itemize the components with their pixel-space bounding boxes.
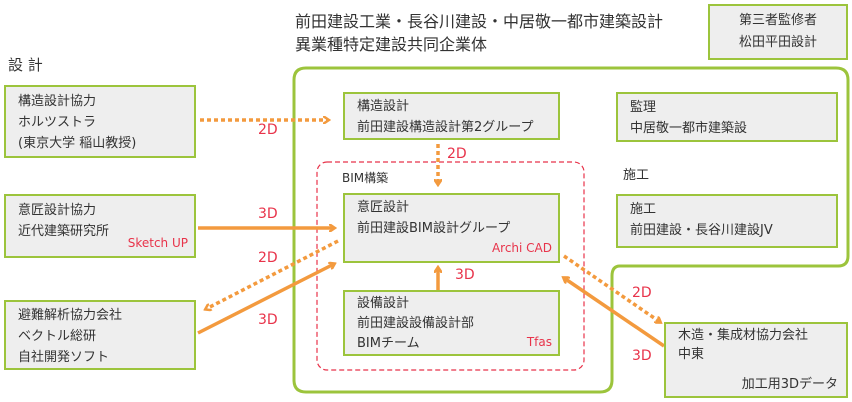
- text: 中居敬一都市建築設: [630, 121, 748, 136]
- text: 近代建築研究所: [18, 224, 110, 239]
- label-2d: 2D: [258, 122, 278, 138]
- text: 松田平田設計: [738, 35, 817, 50]
- tool-tag: Archi CAD: [491, 241, 552, 255]
- evac-partner-box: 避難解析協力会社 ベクトル総研 自社開発ソフト: [4, 300, 196, 370]
- text: 避難解析協力会社: [18, 308, 123, 323]
- text: 加工用3Dデータ: [741, 377, 838, 392]
- text: 設備設計: [357, 296, 410, 311]
- page-title: 前田建設工業・長谷川建設・中居敬一都市建築設計 異業種特定建設共同企業体: [295, 10, 663, 56]
- text: (東京大学 稲山教授): [18, 136, 137, 151]
- design-label: 設 計: [8, 56, 43, 74]
- text: BIMチーム: [357, 336, 420, 351]
- text: 前田建設構造設計第2グループ: [357, 120, 534, 135]
- mep-box: 設備設計 前田建設設備設計部 BIMチーム Tfas: [343, 290, 560, 356]
- label-2d: 2D: [632, 285, 652, 301]
- design-partner-box: 意匠設計協力 近代建築研究所 Sketch UP: [4, 194, 196, 258]
- text: 監理: [630, 100, 657, 115]
- jv-outline: [292, 66, 850, 394]
- timber-partner-box: 木造・集成材協力会社 中東 加工用3Dデータ: [664, 322, 848, 398]
- text: 意匠設計協力: [18, 203, 97, 218]
- text: 構造設計: [357, 99, 410, 114]
- tool-tag: Sketch UP: [127, 236, 188, 250]
- text: ベクトル総研: [18, 329, 97, 344]
- arrow-evac-3d: [197, 264, 334, 335]
- arrow-timber-3d: [564, 278, 665, 348]
- construction-box: 施工 前田建設・長谷川建設JV: [616, 194, 838, 248]
- text: 自社開発ソフト: [18, 350, 110, 365]
- text: 意匠設計: [357, 200, 410, 215]
- label-3d: 3D: [455, 267, 475, 283]
- text: 木造・集成材協力会社: [678, 328, 809, 343]
- text: 前田建設設備設計部: [357, 316, 475, 331]
- text: 構造設計協力: [18, 94, 97, 109]
- text: 前田建設BIM設計グループ: [357, 221, 511, 236]
- arrow-timber-2d: [563, 254, 660, 322]
- architectural-box: 意匠設計 前田建設BIM設計グループ Archi CAD: [343, 193, 560, 263]
- text: 前田建設・長谷川建設JV: [630, 223, 773, 238]
- title-line: 異業種特定建設共同企業体: [295, 35, 488, 54]
- structural-box: 構造設計 前田建設構造設計第2グループ: [343, 92, 560, 140]
- construction-label: 施工: [623, 168, 650, 183]
- label-2d: 2D: [258, 250, 278, 266]
- text: 第三者監修者: [738, 13, 817, 28]
- label-3d: 3D: [632, 348, 652, 364]
- label-3d: 3D: [258, 206, 278, 222]
- label-2d: 2D: [447, 146, 467, 162]
- title-line: 前田建設工業・長谷川建設・中居敬一都市建築設計: [295, 12, 664, 31]
- text: ホルツストラ: [18, 115, 97, 130]
- supervisor-box: 第三者監修者 松田平田設計: [708, 4, 848, 60]
- bim-outline: [316, 161, 585, 371]
- label-3d: 3D: [258, 312, 278, 328]
- supervision-box: 監理 中居敬一都市建築設: [616, 92, 838, 142]
- text: 施工: [630, 202, 657, 217]
- text: 中東: [678, 347, 705, 362]
- tool-tag: Tfas: [526, 335, 552, 349]
- arrow-evac-2d: [206, 239, 339, 309]
- structural-partner-box: 構造設計協力 ホルツストラ (東京大学 稲山教授): [4, 85, 196, 158]
- bim-label: BIM構築: [342, 171, 389, 185]
